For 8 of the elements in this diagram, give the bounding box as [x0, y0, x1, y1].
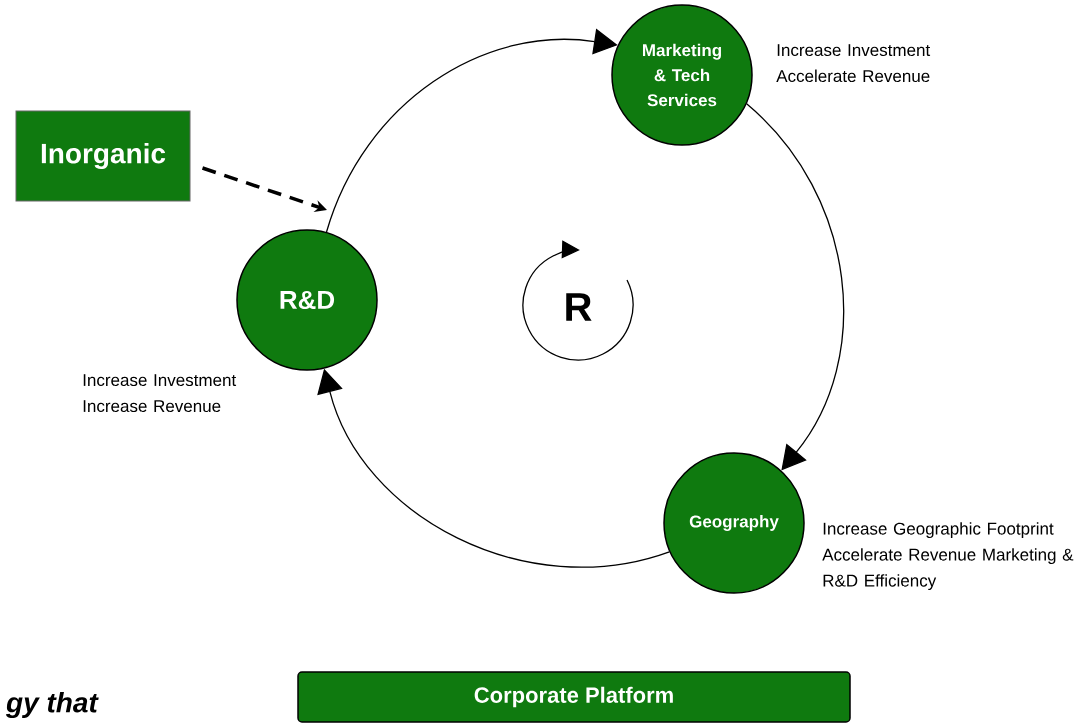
- loop-letter: R: [566, 293, 592, 321]
- side-note: Increase Investment Increase Revenue: [83, 374, 237, 413]
- process-box: Inorganic: [15, 110, 191, 202]
- caption-fragment: gy that: [5, 691, 99, 719]
- side-note: Increase Investment Accelerate Revenue: [776, 44, 931, 83]
- cycle-arrow: [325, 28, 618, 233]
- side-note: Increase Geographic Footprint Accelerate Revenue Marketing & R&D Efficiency: [822, 522, 1074, 591]
- platform-bar: Corporate Platform: [297, 671, 851, 723]
